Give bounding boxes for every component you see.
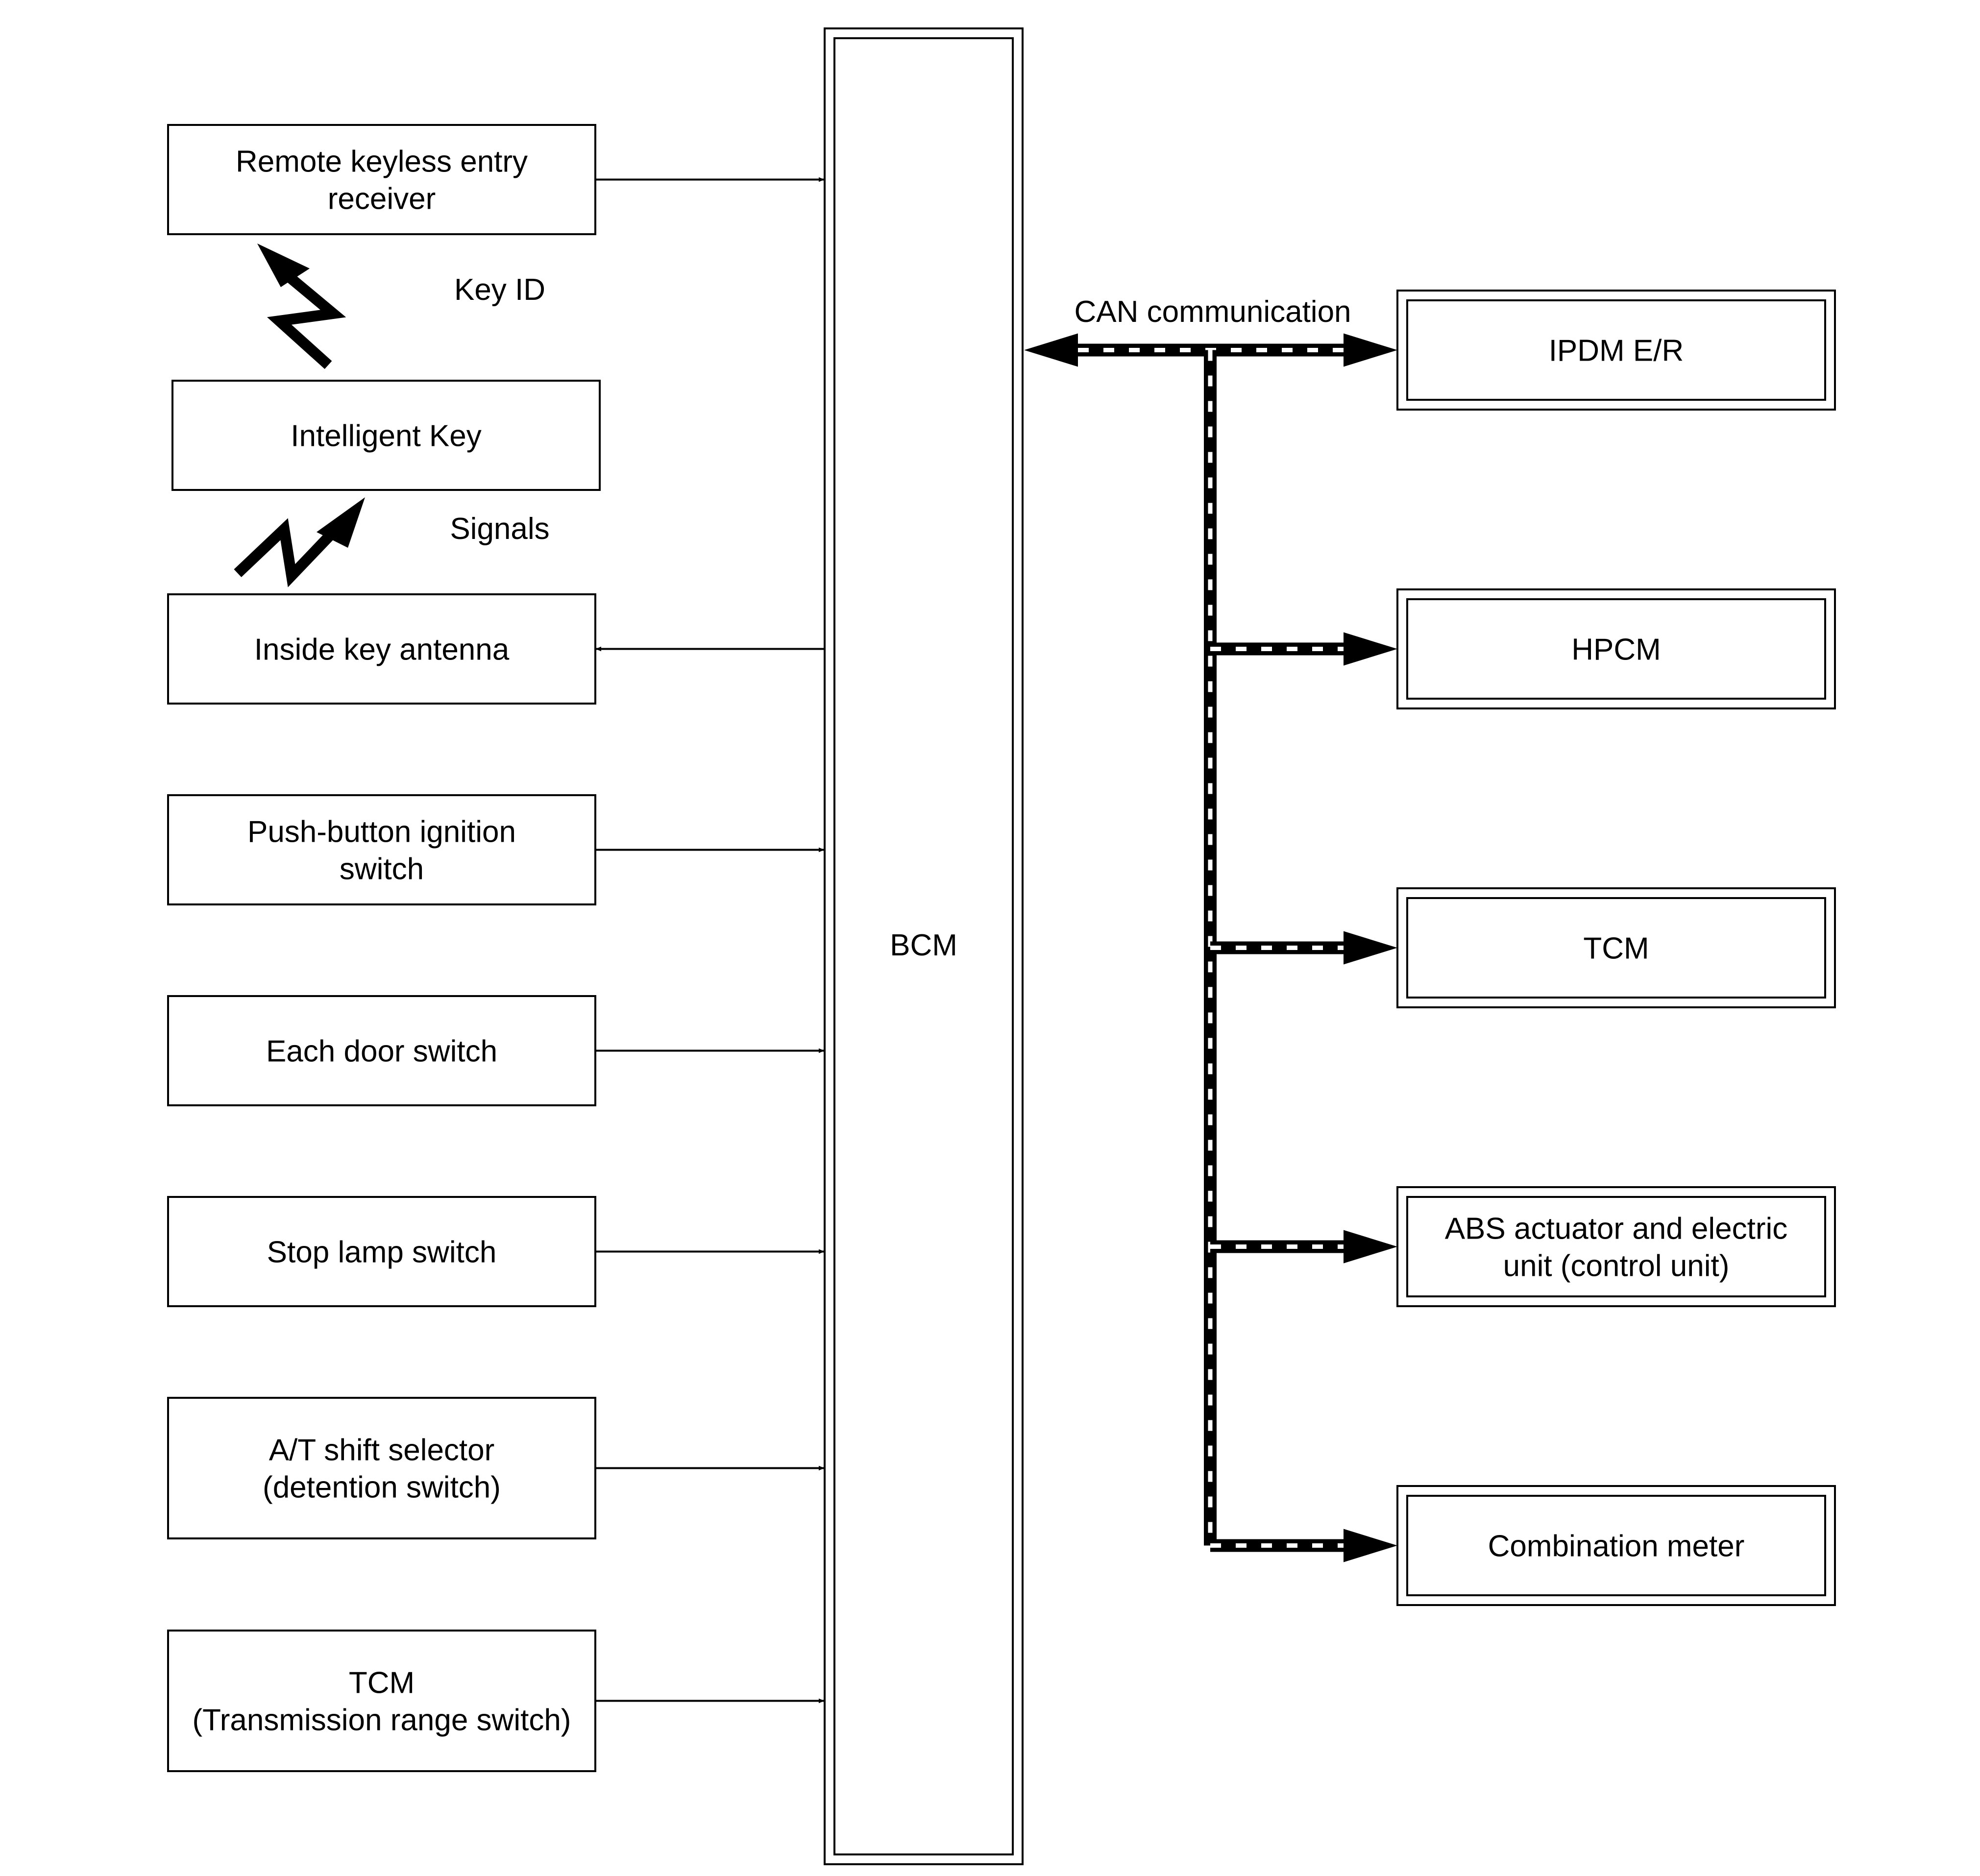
stop-lamp-switch-box: Stop lamp switch	[167, 1196, 596, 1307]
remote-keyless-entry-receiver-box-border	[167, 124, 596, 235]
hpcm-box: HPCM	[1396, 588, 1836, 709]
can-communication-label: CAN communication	[1074, 295, 1351, 329]
signals-wireless-icon	[234, 497, 365, 587]
push-button-ignition-switch-box-border	[167, 794, 596, 905]
combination-meter-label-line-1: Combination meter	[1488, 1530, 1745, 1563]
abs-actuator-label-line-1: ABS actuator and electric	[1445, 1212, 1788, 1246]
tcm-transmission-range-switch-label-line-1: TCM	[349, 1666, 415, 1700]
tcm-label-line-1: TCM	[1583, 932, 1649, 966]
tcm-inner-border	[1406, 897, 1826, 999]
each-door-switch-label-line-1: Each door switch	[266, 1035, 497, 1069]
intelligent-key-box-border	[171, 380, 601, 491]
can-ipdm-arrowhead	[1344, 333, 1397, 367]
input-components: Remote keyless entryreceiverIntelligent …	[167, 124, 601, 1772]
input-signal-arrows	[595, 177, 825, 1704]
can-arrowhead-abs-actuator	[1344, 1230, 1397, 1264]
hpcm-inner-border	[1406, 598, 1826, 700]
remote-keyless-entry-receiver-label-line-1: Remote keyless entry	[236, 145, 528, 179]
at-shift-selector-label-line-2: (detention switch)	[263, 1471, 501, 1505]
key-id-label: Key ID	[454, 273, 545, 307]
can-arrowhead-combination-meter	[1344, 1529, 1397, 1562]
key-id-wireless-icon	[257, 244, 346, 369]
bcm-module: BCM	[824, 27, 1024, 1865]
at-shift-selector-box-border	[167, 1397, 596, 1539]
inside-key-antenna-label-line-1: Inside key antenna	[254, 633, 510, 667]
can-arrowhead-hpcm	[1344, 632, 1397, 666]
stop-lamp-switch-label-line-1: Stop lamp switch	[267, 1236, 497, 1269]
signals-label: Signals	[450, 512, 549, 546]
inside-key-antenna-box: Inside key antenna	[167, 593, 596, 705]
can-bcm-arrowhead	[1024, 333, 1078, 367]
remote-keyless-entry-receiver-label-line-2: receiver	[328, 182, 436, 216]
push-button-ignition-switch-box: Push-button ignition switch	[167, 794, 596, 905]
tcm-transmission-range-switch-label-line-2: (Transmission range switch)	[193, 1704, 571, 1737]
each-door-switch-box-border	[167, 995, 596, 1106]
bcm-inner-border	[833, 37, 1014, 1855]
each-door-switch-box: Each door switch	[167, 995, 596, 1106]
stop-lamp-switch-box-border	[167, 1196, 596, 1307]
abs-actuator-inner-border	[1406, 1196, 1826, 1297]
abs-actuator-label-line-2: unit (control unit)	[1503, 1249, 1730, 1283]
combination-meter-box: Combination meter	[1396, 1485, 1836, 1606]
intelligent-key-label-line-1: Intelligent Key	[291, 419, 481, 453]
tcm-transmission-range-switch-box-border	[167, 1630, 596, 1772]
hpcm-label-line-1: HPCM	[1571, 633, 1661, 667]
ipdm-er-label-line-1: IPDM E/R	[1549, 334, 1684, 368]
inside-key-antenna-box-border	[167, 593, 596, 705]
push-button-ignition-switch-label-line-1: Push-button ignition	[247, 815, 516, 849]
combination-meter-inner-border	[1406, 1495, 1826, 1596]
ipdm-er-box: IPDM E/R	[1396, 290, 1836, 411]
ipdm-er-inner-border	[1406, 299, 1826, 401]
bcm-label: BCM	[890, 928, 957, 962]
output-modules: IPDM E/R HPCM TCM ABS actuator and electric…	[1396, 290, 1836, 1606]
can-bus: CAN communication	[1024, 295, 1397, 1562]
push-button-ignition-switch-label-line-2: switch	[340, 853, 424, 886]
tcm-box: TCM	[1396, 887, 1836, 1008]
tcm-transmission-range-switch-box: TCM (Transmission range switch)	[167, 1630, 596, 1772]
at-shift-selector-box: A/T shift selector (detention switch)	[167, 1397, 596, 1539]
at-shift-selector-label-line-1: A/T shift selector	[269, 1434, 495, 1467]
can-arrowhead-tcm	[1344, 931, 1397, 965]
intelligent-key-box: Intelligent Key	[171, 380, 601, 491]
